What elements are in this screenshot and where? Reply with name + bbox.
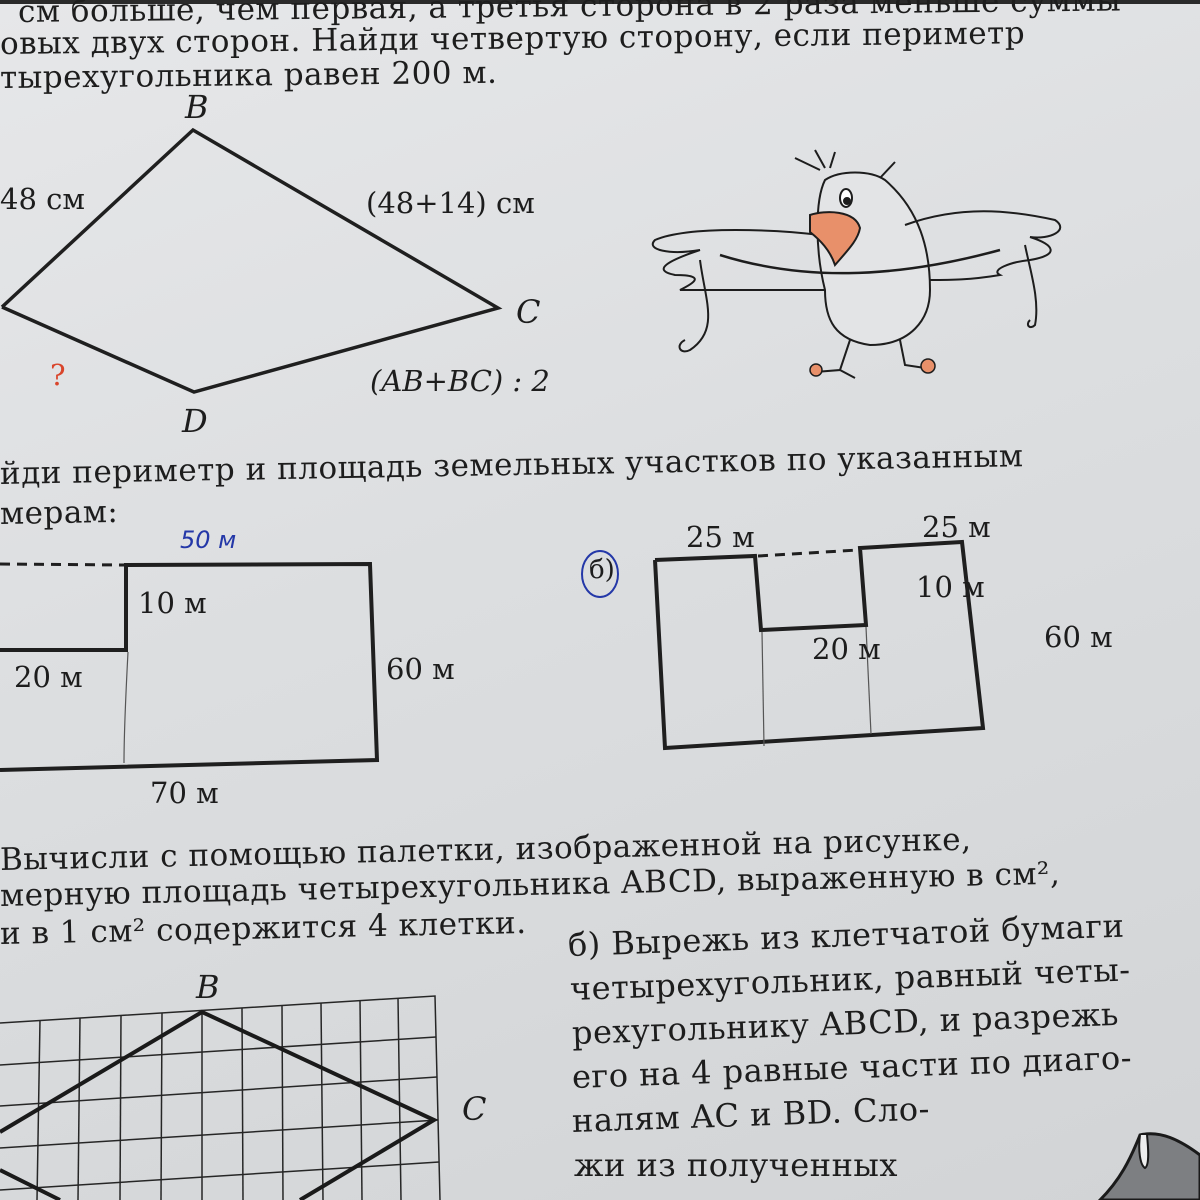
side-ab-label: 48 см <box>0 182 85 216</box>
corner-illustration <box>1097 1132 1200 1200</box>
palette-grid-figure <box>0 995 441 1200</box>
top-left-width-label: 25 м <box>686 520 755 554</box>
side-ad-unknown-label: ? <box>50 358 66 392</box>
step-height-label: 10 м <box>138 586 207 620</box>
vertex-d-label: D <box>182 402 208 440</box>
bird-illustration <box>651 149 1062 379</box>
grid-vertex-c-label: C <box>462 1090 487 1128</box>
plot-figure-a <box>0 561 380 772</box>
vertex-c-label: C <box>516 293 541 331</box>
side-bc-label: (48+14) см <box>366 186 535 220</box>
left-side-label: 20 м <box>14 660 83 694</box>
notch-depth-label: 10 м <box>916 570 985 604</box>
right-height-label: 60 м <box>1044 620 1113 654</box>
vertex-b-label: B <box>185 88 209 126</box>
bottom-side-label: 70 м <box>150 776 219 810</box>
problem-text-line: жи из полученных <box>574 1146 898 1184</box>
problem-text-line: налям AC и BD. Сло- <box>571 1089 931 1140</box>
side-cd-label: (AB+BC) : 2 <box>370 364 550 398</box>
quadrilateral-figure <box>0 127 503 394</box>
page-top-edge <box>0 0 1200 4</box>
notch-width-label: 20 м <box>812 632 881 666</box>
top-right-width-label: 25 м <box>922 510 991 544</box>
right-side-label: 60 м <box>386 652 455 686</box>
plot-figure-b <box>581 539 986 751</box>
handwritten-note: 50 м <box>180 526 237 554</box>
figure-b-marker: б) <box>589 555 615 585</box>
grid-vertex-b-label: B <box>196 968 220 1006</box>
